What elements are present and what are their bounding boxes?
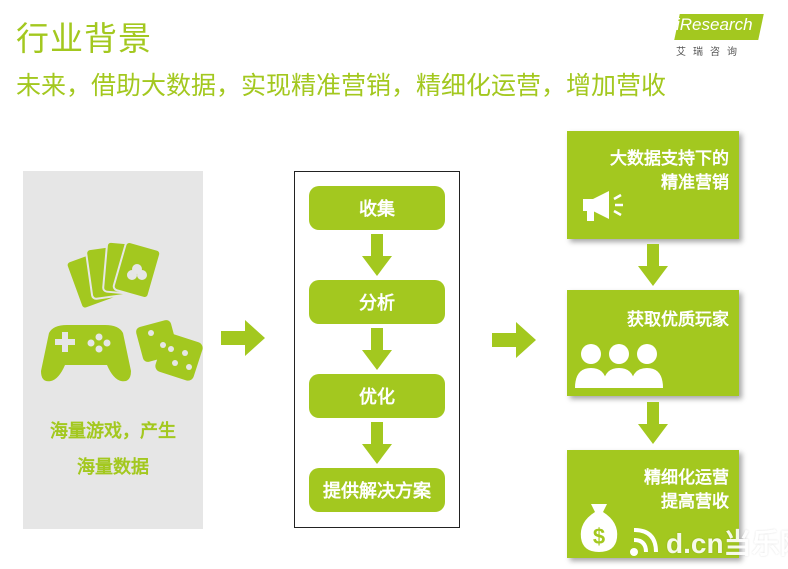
svg-text:$: $ <box>593 524 605 549</box>
wifi-logo-icon <box>630 528 658 556</box>
step-solution: 提供解决方案 <box>309 468 445 512</box>
games-icons <box>41 240 203 382</box>
dice-icon <box>136 320 203 381</box>
logo-brand-text: iResearch <box>676 15 753 34</box>
games-text-line2: 海量数据 <box>77 457 149 478</box>
result3-line2: 提高营收 <box>661 492 729 512</box>
gamepad-icon <box>41 325 131 382</box>
logo-sub-text: 艾瑞咨询 <box>676 47 744 58</box>
process-box: 收集 分析 优化 提供解决方案 <box>294 171 460 528</box>
step-analyze: 分析 <box>309 280 445 324</box>
iresearch-logo: iResearch 艾瑞咨询 <box>672 10 772 60</box>
result1-line1: 大数据支持下的 <box>610 149 729 169</box>
games-text-line1: 海量游戏，产生 <box>50 421 176 442</box>
arrow-down-icon <box>362 234 392 276</box>
watermark-text: d.cn当乐网 <box>666 528 788 559</box>
result-quality-players: 获取优质玩家 <box>567 290 739 396</box>
playing-cards-icon <box>65 240 162 310</box>
money-bag-icon: $ <box>580 504 618 552</box>
arrow-right-icon <box>492 322 536 358</box>
users-group-icon <box>575 344 663 388</box>
step-collect: 收集 <box>309 186 445 230</box>
arrow-right-icon <box>221 320 265 356</box>
arrow-down-icon <box>362 422 392 464</box>
result-precision-marketing: 大数据支持下的 精准营销 <box>567 131 739 239</box>
result3-line1: 精细化运营 <box>644 468 729 488</box>
arrow-down-icon <box>362 328 392 370</box>
step-optimize: 优化 <box>309 374 445 418</box>
megaphone-icon <box>583 191 623 221</box>
arrow-down-icon <box>638 402 668 444</box>
page-title: 行业背景 <box>16 19 152 58</box>
arrow-down-icon <box>638 244 668 286</box>
page-subtitle: 未来，借助大数据，实现精准营销，精细化运营，增加营收 <box>16 71 667 100</box>
watermark: d.cn当乐网 <box>620 518 788 562</box>
games-panel: 海量游戏，产生 海量数据 <box>23 171 203 529</box>
result2-line1: 获取优质玩家 <box>627 310 729 330</box>
result1-line2: 精准营销 <box>661 173 729 193</box>
